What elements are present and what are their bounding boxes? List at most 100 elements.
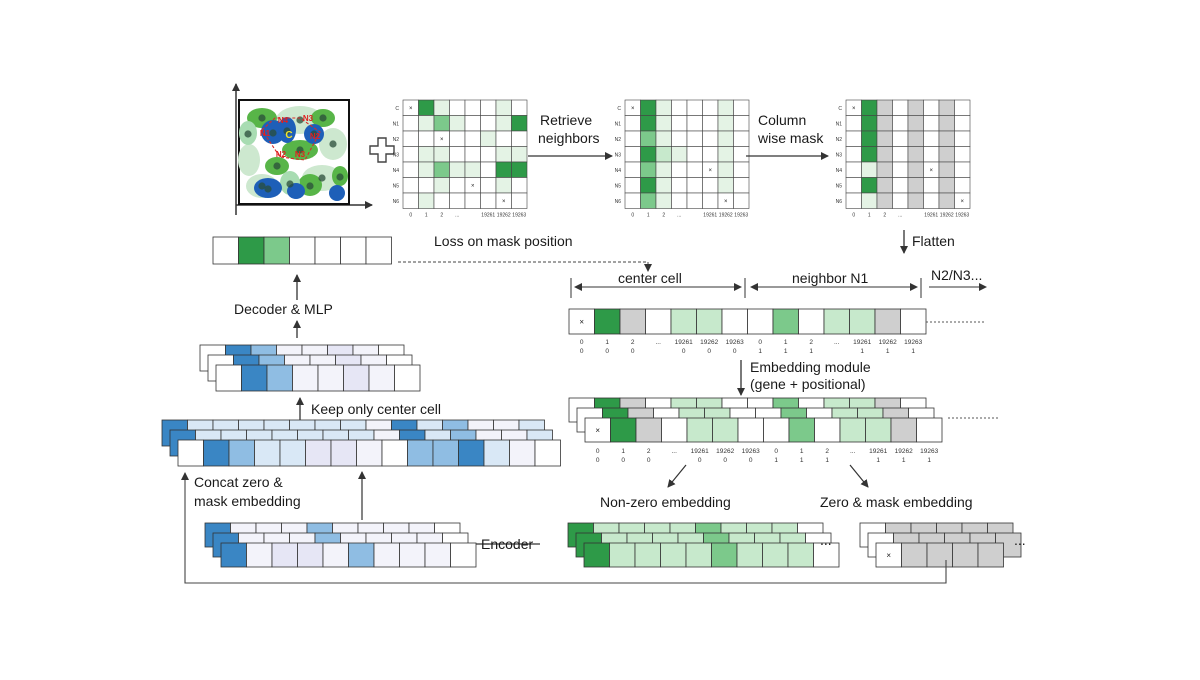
emb-index-position: 1 <box>774 457 778 464</box>
matrix-cell <box>717 161 734 178</box>
flat-index-gene: 2 <box>809 339 813 346</box>
matrix-cell <box>495 99 512 116</box>
matrix-cell <box>938 99 955 116</box>
zero-mask-embedding-layer-2-cell <box>977 542 1004 568</box>
matrix-cell <box>449 130 466 147</box>
flat-index-position: 1 <box>860 348 864 355</box>
retrieve-neighbors-label-2: neighbors <box>538 130 600 146</box>
matrix-cell <box>938 177 955 194</box>
flat-index-position: 0 <box>682 348 686 355</box>
matrix-cell <box>480 99 497 116</box>
matrix-cell <box>433 177 450 194</box>
embedding-module-label-1: Embedding module <box>750 359 871 375</box>
embedding-layer-2-cell <box>814 417 841 443</box>
matrix-cell <box>907 115 924 132</box>
flat-index-gene: 0 <box>580 339 584 346</box>
matrix-cell <box>923 146 940 163</box>
matrix-cell <box>717 146 734 163</box>
matrix-cell <box>671 130 688 147</box>
matrix-col-label: 19261 <box>924 213 938 219</box>
matrix-cell <box>876 192 893 209</box>
matrix-cell <box>480 192 497 209</box>
nonzero-ellipsis: ... <box>820 532 832 548</box>
zero-mask-embedding-layer-2-cell <box>926 542 953 568</box>
matrix-cell <box>954 130 971 147</box>
emb-index-gene: ... <box>671 448 677 455</box>
non-zero-embedding-layer-2-cell <box>762 542 789 568</box>
matrix-cell <box>876 99 893 116</box>
center-layer-2-cell <box>317 364 344 392</box>
matrix-cell <box>655 177 672 194</box>
matrix-cell <box>845 115 862 132</box>
flat-token-cell <box>721 308 748 335</box>
matrix-cell <box>938 161 955 178</box>
encoded-layer-2-cell <box>297 542 324 568</box>
flat-index-gene: 1 <box>605 339 609 346</box>
flat-index-gene: 19262 <box>879 339 897 346</box>
matrix-col-label: 2 <box>440 213 443 219</box>
tissue-label-n2: N2 <box>310 132 321 141</box>
matrix-cell <box>923 130 940 147</box>
flat-index-position: 1 <box>911 348 915 355</box>
keep-center-label: Keep only center cell <box>311 401 441 417</box>
neighbor-bracket <box>750 278 922 298</box>
encoded-layer-2-cell <box>373 542 400 568</box>
matrix-row-label: C <box>617 106 621 112</box>
emb-index-position: 0 <box>621 457 625 464</box>
matrix-cell <box>418 192 435 209</box>
concat-label-2: mask embedding <box>194 493 301 509</box>
encoded-layer-2-cell <box>220 542 247 568</box>
tissue-label-n3: N3 <box>303 114 314 123</box>
cell-blob <box>238 144 260 176</box>
nucleus <box>258 114 266 122</box>
matrix-col-label: 0 <box>852 213 855 219</box>
matrix-cell <box>640 146 657 163</box>
embedding-layer-2-cell <box>839 417 866 443</box>
matrix-cell <box>402 115 419 132</box>
matrix-cell <box>686 99 703 116</box>
matrix-cell <box>480 130 497 147</box>
non-zero-embedding-layer-2-cell <box>609 542 636 568</box>
matrix-cell <box>876 161 893 178</box>
decoder-output-cell <box>238 236 265 265</box>
decoder-output-row <box>212 236 392 265</box>
matrix-cell <box>402 146 419 163</box>
neighborhood-outline <box>261 117 321 161</box>
matrix-cell <box>876 177 893 194</box>
center-layer-2-cell <box>292 364 319 392</box>
zero-mask-embedding-layer-2: × <box>875 542 1004 568</box>
matrix-row-label: N3 <box>836 152 843 158</box>
decoder-output <box>212 236 392 265</box>
zero-mask-embedding-layer-2-cell <box>875 542 902 568</box>
matrix-cell <box>449 99 466 116</box>
encoded-layer-2-cell <box>246 542 273 568</box>
flat-index-gene: 19262 <box>700 339 718 346</box>
matrix-row-label: N6 <box>393 199 400 205</box>
center-layer-2-cell <box>368 364 395 392</box>
decoder-output-cell <box>289 236 316 265</box>
matrix-cell <box>702 130 719 147</box>
flat-index-gene: 19261 <box>675 339 693 346</box>
matrix-col-label: 19263 <box>512 213 526 219</box>
matrix-cell <box>671 99 688 116</box>
concat-layer-2-cell <box>356 439 383 467</box>
matrix-cell <box>733 99 750 116</box>
matrix-col-label: 1 <box>425 213 428 219</box>
nonzero-split-arrow <box>667 464 687 488</box>
encoded-layer-2-cell <box>322 542 349 568</box>
column-mask-label-1: Column <box>758 112 806 128</box>
matrix-row-label: N6 <box>615 199 622 205</box>
matrix-cell <box>511 130 528 147</box>
matrix-cell <box>511 192 528 209</box>
embedding-layer-2-cell <box>865 417 892 443</box>
mask-symbol: × <box>502 199 506 205</box>
encoded-layer-2-cell <box>450 542 477 568</box>
flat-index-gene: 19263 <box>726 339 744 346</box>
concat-layer-2-cell <box>407 439 434 467</box>
matrix-cell <box>418 177 435 194</box>
matrix-cell <box>671 161 688 178</box>
emb-index-gene: 19261 <box>691 448 709 455</box>
matrix-cell <box>433 115 450 132</box>
nucleus <box>306 182 314 190</box>
